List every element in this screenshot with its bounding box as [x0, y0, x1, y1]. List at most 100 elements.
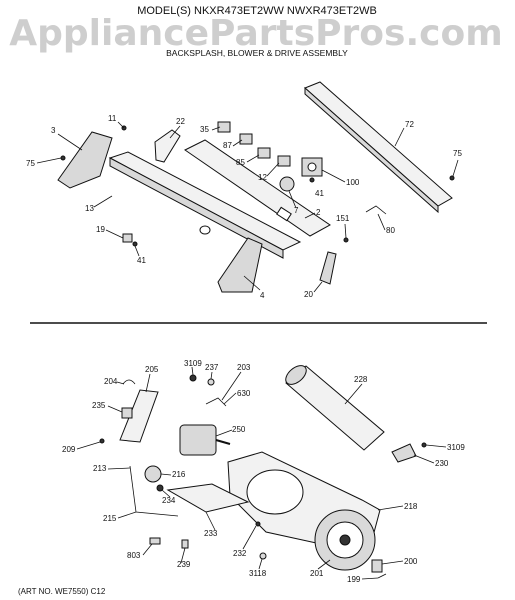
part-label: 87 — [223, 141, 232, 150]
housing-opening — [246, 469, 304, 515]
idler-bracket-205 — [119, 389, 159, 443]
switch-35 — [217, 121, 231, 133]
model-line: MODEL(S) NKXR473ET2WW NWXR473ET2WB — [137, 5, 377, 17]
motor-shaft — [215, 439, 231, 445]
part-200 — [371, 559, 383, 573]
part-label: 203 — [237, 363, 251, 372]
switch-12 — [277, 155, 291, 167]
knob-7 — [279, 176, 295, 192]
part-label: 41 — [137, 256, 146, 265]
part-label: 216 — [172, 470, 186, 479]
part-234 — [156, 484, 164, 492]
top-leader-lines — [36, 121, 459, 293]
part-label: 4 — [260, 291, 265, 300]
screw-75-left — [60, 155, 66, 161]
screw-75-right — [449, 175, 455, 181]
part-label: 199 — [347, 575, 361, 584]
part-label: 200 — [404, 557, 418, 566]
part-label: 803 — [127, 551, 141, 560]
bracket-window — [276, 206, 292, 222]
part-199 — [377, 573, 387, 579]
part-label: 209 — [62, 445, 76, 454]
thermostat-230 — [391, 443, 417, 463]
diagram-subtitle: BACKSPLASH, BLOWER & DRIVE ASSEMBLY — [166, 48, 348, 58]
part-label: 100 — [346, 178, 360, 187]
switch-85 — [257, 147, 271, 159]
switch-235 — [121, 407, 133, 419]
part-label: 3 — [51, 126, 56, 135]
rear-panel-72 — [304, 81, 453, 207]
clip-803 — [149, 537, 161, 545]
part-label: 213 — [93, 464, 107, 473]
blower-wheel-center — [339, 534, 351, 546]
part-label: 237 — [205, 363, 219, 372]
part-label: 232 — [233, 549, 247, 558]
part-label: 233 — [204, 529, 218, 538]
part-label: 3118 — [249, 569, 267, 578]
top-part-labels: 3 11 22 35 87 72 75 75 85 12 100 41 7 13… — [26, 114, 462, 300]
bracket-20 — [319, 251, 337, 285]
bottom-leader-lines — [76, 366, 447, 580]
harness-80 — [365, 205, 387, 215]
part-label: 218 — [404, 502, 418, 511]
part-label: 75 — [453, 149, 462, 158]
clip-203 — [205, 397, 227, 407]
part-label: 80 — [386, 226, 395, 235]
part-label: 2 — [316, 208, 321, 217]
clip-204 — [122, 379, 136, 385]
screw-232 — [255, 521, 261, 527]
part-label: 12 — [258, 173, 267, 182]
clip-19 — [122, 233, 133, 243]
bottom-part-labels: 3109 203 237 204 205 228 630 235 250 209… — [62, 359, 465, 584]
control-panel-13-edge — [109, 157, 284, 259]
part-label: 41 — [315, 189, 324, 198]
part-label: 19 — [96, 225, 105, 234]
backsplash-section — [57, 81, 455, 293]
motor-250 — [179, 424, 217, 456]
screw-41-lower — [132, 241, 138, 247]
art-number: (ART NO. WE7550) C12 — [18, 587, 106, 596]
idler-pulley-216 — [144, 465, 162, 483]
clip-237 — [207, 378, 215, 386]
part-label: 239 — [177, 560, 191, 569]
end-cap-3 — [57, 131, 113, 189]
screw-151 — [343, 237, 349, 243]
part-label: 234 — [162, 496, 176, 505]
control-bracket-2 — [184, 139, 331, 237]
part-label: 13 — [85, 204, 94, 213]
part-label: 20 — [304, 290, 313, 299]
end-cap-4 — [217, 237, 263, 293]
part-label: 201 — [310, 569, 324, 578]
part-label: 250 — [232, 425, 246, 434]
screw-3118 — [259, 552, 267, 560]
blower-drive-section — [99, 365, 427, 579]
part-label: 22 — [176, 117, 185, 126]
part-label: 630 — [237, 389, 251, 398]
clip-239 — [181, 539, 189, 549]
screw-209 — [99, 438, 105, 444]
panel-knob-hole — [199, 225, 211, 235]
part-label: 72 — [405, 120, 414, 129]
bracket-22 — [154, 129, 181, 163]
part-label: 228 — [354, 375, 368, 384]
part-label: 215 — [103, 514, 117, 523]
part-label: 3109 — [184, 359, 202, 368]
part-label: 235 — [92, 401, 106, 410]
part-label: 151 — [336, 214, 350, 223]
rear-panel-72-edge — [304, 86, 439, 214]
screw-41-upper — [309, 177, 315, 183]
screw-3109-lower — [421, 442, 427, 448]
part-label: 75 — [26, 159, 35, 168]
part-label: 85 — [236, 158, 245, 167]
part-label: 3109 — [447, 443, 465, 452]
part-label: 11 — [108, 114, 117, 123]
part-label: 205 — [145, 365, 159, 374]
motor-mount-233 — [166, 483, 250, 513]
watermark: AppliancePartsPros.com — [9, 13, 502, 54]
part-label: 7 — [294, 206, 299, 215]
switch-87 — [239, 133, 253, 145]
part-label: 230 — [435, 459, 449, 468]
timer-shaft — [307, 162, 317, 172]
screw-3109-upper — [189, 374, 197, 382]
